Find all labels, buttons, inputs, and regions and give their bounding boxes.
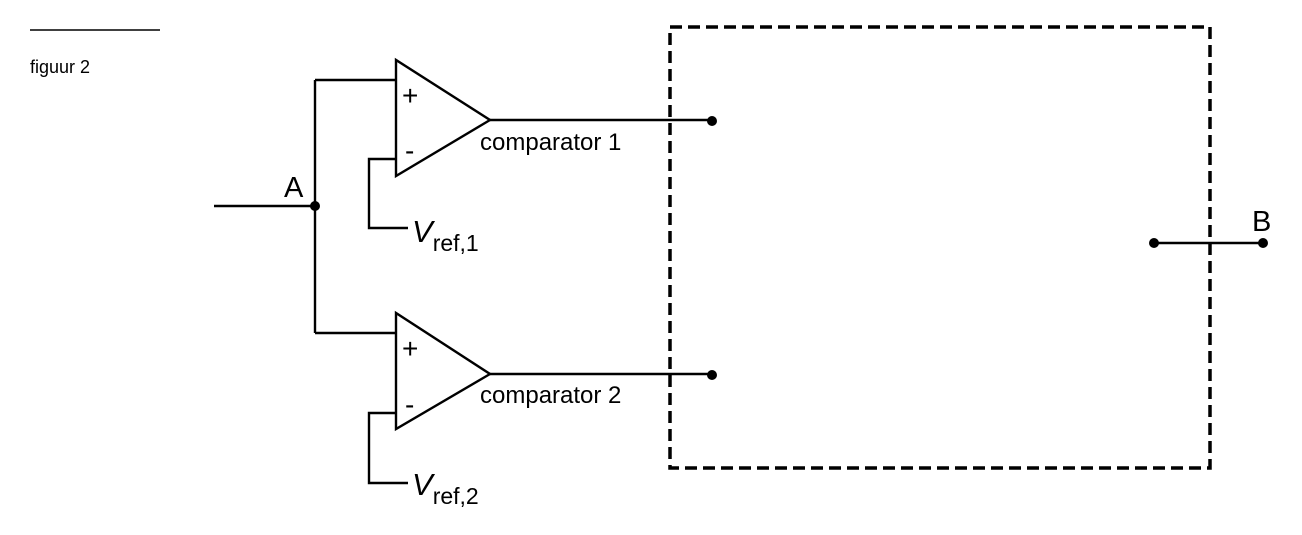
comparator-1: + - comparator 1 Vref,1 bbox=[367, 57, 717, 256]
node-a-label: A bbox=[284, 172, 304, 204]
vref-2-subscript: ref,2 bbox=[433, 483, 479, 509]
comparator-1-output-terminal bbox=[707, 116, 717, 126]
node-b-label: B bbox=[1252, 206, 1271, 238]
vref-1-label: Vref,1 bbox=[412, 214, 479, 256]
comparator-2-output-terminal bbox=[707, 370, 717, 380]
comparator-2-vref-wire bbox=[367, 411, 408, 485]
comparator-2-label: comparator 2 bbox=[480, 382, 621, 409]
vref-2-symbol: V bbox=[412, 467, 436, 502]
comparator-2: + - comparator 2 Vref,2 bbox=[367, 310, 717, 509]
vref-2-label: Vref,2 bbox=[412, 467, 479, 509]
node-a-junction-dot bbox=[310, 201, 320, 211]
comparator-2-plus-sign: + bbox=[402, 333, 418, 364]
comparator-1-label: comparator 1 bbox=[480, 129, 621, 156]
output-inner-terminal bbox=[1149, 238, 1159, 248]
comparator-1-triangle bbox=[394, 57, 493, 179]
logic-block-dashed-box bbox=[668, 25, 1212, 470]
comparator-2-minus-sign: - bbox=[405, 389, 414, 420]
vref-1-subscript: ref,1 bbox=[433, 230, 479, 256]
comparator-1-minus-sign: - bbox=[405, 135, 414, 166]
comparator-2-triangle bbox=[394, 310, 493, 432]
comparator-1-vref-wire bbox=[367, 157, 408, 230]
output-b-terminal bbox=[1258, 238, 1268, 248]
comparator-1-plus-sign: + bbox=[402, 80, 418, 111]
vref-1-symbol: V bbox=[412, 214, 436, 249]
figure-caption: figuur 2 bbox=[30, 57, 90, 77]
